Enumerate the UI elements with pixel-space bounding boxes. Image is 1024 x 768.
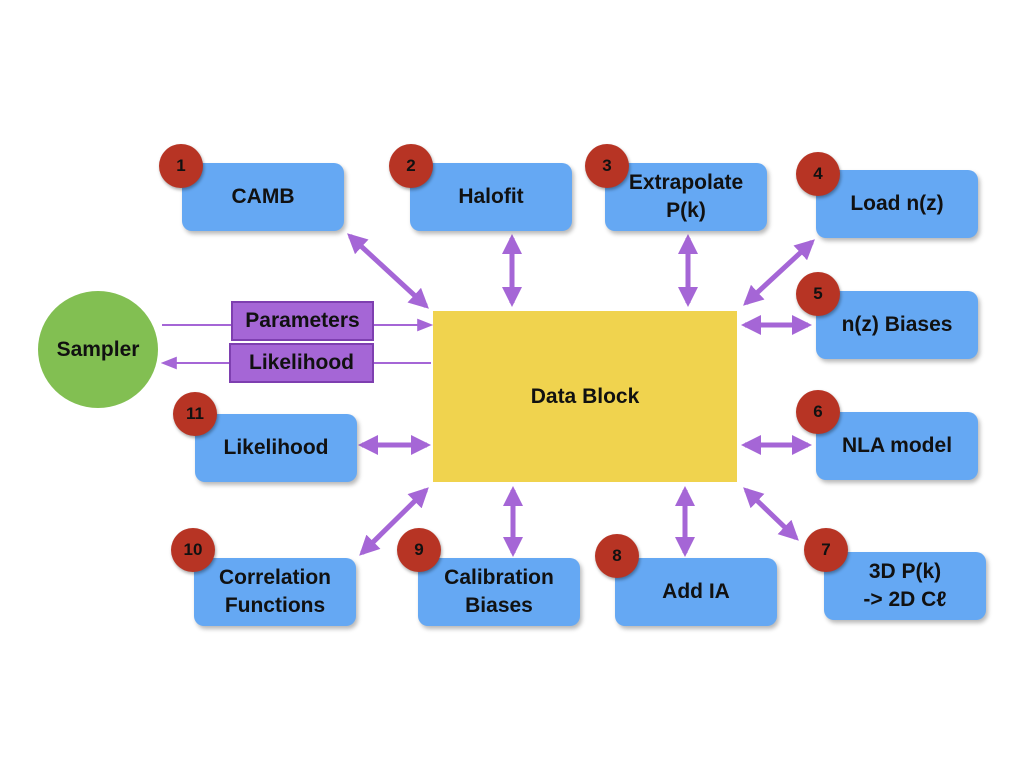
- parameters-label-box: Parameters: [231, 301, 374, 341]
- module-number-badge: 5: [796, 272, 840, 316]
- badge-number: 4: [813, 164, 823, 183]
- module-label: Likelihood: [223, 436, 329, 459]
- module-nla-model: NLA model: [816, 412, 978, 480]
- parameters-label: Parameters: [245, 309, 360, 332]
- module-camb: CAMB: [182, 163, 344, 231]
- module-number-badge: 3: [585, 144, 629, 188]
- badge-number: 1: [176, 156, 186, 175]
- badge-number: 7: [821, 540, 831, 559]
- sampler-node: Sampler: [38, 291, 158, 408]
- module-add-ia: Add IA: [615, 558, 777, 626]
- module-nz-biases: n(z) Biases: [816, 291, 978, 359]
- module-correlation-functions: Correlation Functions: [194, 558, 356, 626]
- arrow-load-nz: [743, 239, 815, 306]
- arrow-correlation: [359, 487, 429, 556]
- module-number-badge: 6: [796, 390, 840, 434]
- module-number-badge: 4: [796, 152, 840, 196]
- module-label: Extrapolate P(k): [628, 171, 744, 222]
- module-number-badge: 11: [173, 392, 217, 436]
- module-label: 3D P(k) -> 2D Cℓ: [863, 560, 947, 611]
- arrow-3d-pk: [743, 487, 799, 541]
- module-label: NLA model: [841, 434, 953, 457]
- badge-number: 11: [186, 404, 204, 423]
- module-label: Add IA: [662, 580, 730, 603]
- module-calibration-biases: Calibration Biases: [418, 558, 580, 626]
- module-load-nz: Load n(z): [816, 170, 978, 238]
- badge-number: 3: [602, 156, 612, 175]
- module-number-badge: 8: [595, 534, 639, 578]
- module-label: CAMB: [231, 185, 295, 208]
- module-label: Halofit: [458, 185, 524, 208]
- badge-number: 2: [406, 156, 416, 175]
- module-3d-to-2d: 3D P(k) -> 2D Cℓ: [824, 552, 986, 620]
- data-block-label: Data Block: [530, 384, 640, 408]
- badge-number: 10: [183, 540, 203, 559]
- badge-number: 9: [414, 540, 424, 559]
- arrow-camb: [347, 233, 429, 309]
- badge-number: 8: [612, 546, 622, 565]
- likelihood-flow-label-box: Likelihood: [229, 343, 374, 383]
- module-likelihood: Likelihood: [195, 414, 357, 482]
- badge-number: 6: [813, 402, 823, 421]
- likelihood-flow-label: Likelihood: [249, 351, 354, 374]
- module-label: Correlation Functions: [218, 566, 331, 617]
- data-block: Data Block: [433, 311, 737, 482]
- module-number-badge: 2: [389, 144, 433, 188]
- module-label: Calibration Biases: [444, 566, 554, 617]
- module-label: n(z) Biases: [841, 313, 953, 336]
- module-label: Load n(z): [850, 192, 944, 215]
- sampler-label: Sampler: [56, 337, 140, 361]
- module-extrapolate-pk: Extrapolate P(k): [605, 163, 767, 231]
- module-number-badge: 7: [804, 528, 848, 572]
- badge-number: 5: [813, 284, 823, 303]
- module-number-badge: 10: [171, 528, 215, 572]
- module-halofit: Halofit: [410, 163, 572, 231]
- module-number-badge: 9: [397, 528, 441, 572]
- module-number-badge: 1: [159, 144, 203, 188]
